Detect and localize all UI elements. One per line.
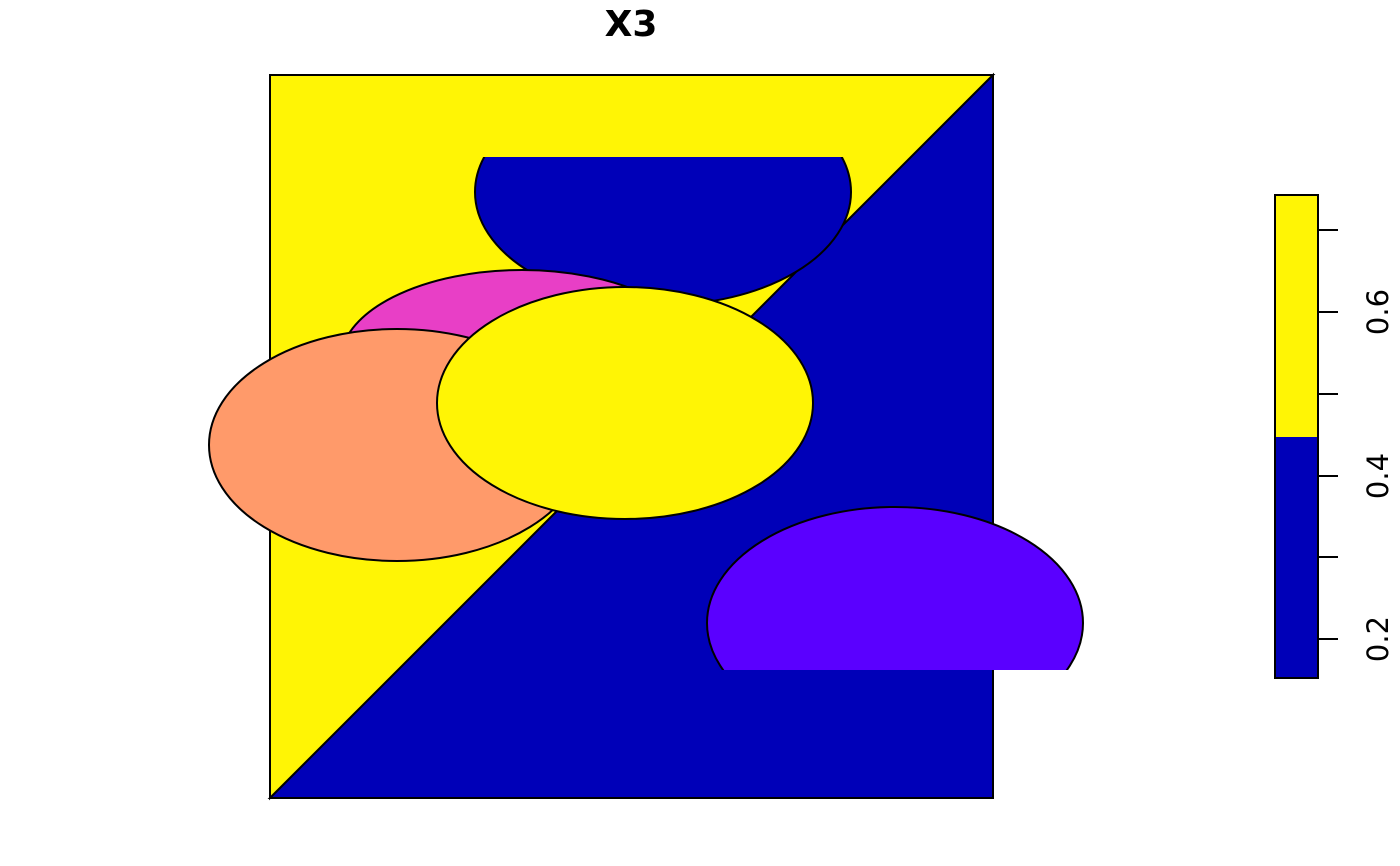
- bottom-half-ellipse: [706, 506, 1084, 670]
- colorbar: 0.2 0.4 0.6: [1274, 194, 1395, 679]
- plot-title: X3: [605, 4, 658, 45]
- colorbar-label-0-6: 0.6: [1361, 289, 1395, 335]
- colorbar-label-0-4: 0.4: [1361, 453, 1395, 499]
- plot-panel: [208, 72, 1084, 801]
- colorbar-segment-high: [1275, 195, 1318, 437]
- bottom-half-ellipse-group: [706, 506, 1084, 670]
- colorbar-segment-low: [1275, 437, 1318, 678]
- colorbar-label-0-2: 0.2: [1361, 616, 1395, 662]
- colorbar-ticks: [1318, 229, 1338, 640]
- center-ellipse: [436, 286, 814, 520]
- colorbar-outline: [1274, 194, 1319, 679]
